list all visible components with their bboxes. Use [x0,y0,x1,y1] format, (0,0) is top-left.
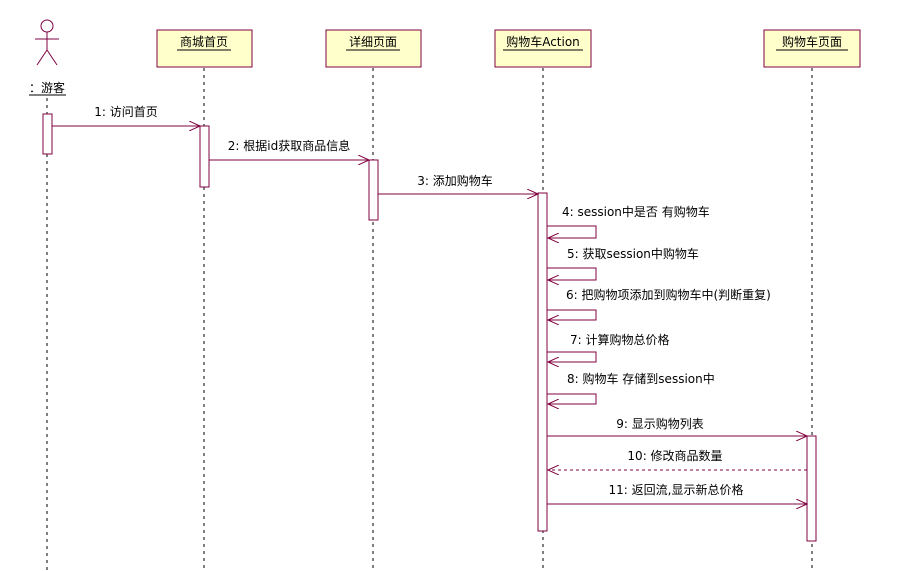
object-cartpage: 购物车页面 [763,29,861,68]
activation-detail [368,159,379,221]
message-6-label: 6: 把购物项添加到购物车中(判断重复) [566,287,771,302]
message-7: 7: 计算购物总价格 [547,332,670,362]
object-action-label: 购物车Action [506,34,580,49]
activation-cartpage [806,435,817,542]
message-8-label: 8: 购物车 存储到session中 [567,371,715,386]
message-2: 2: 根据id获取商品信息 [209,138,369,160]
message-5: 5: 获取session中购物车 [547,246,699,280]
activation-home [199,125,210,188]
activation-action [537,192,548,532]
object-home: 商城首页 [156,29,253,68]
message-10-label: 10: 修改商品数量 [627,448,722,463]
message-4-label: 4: session中是否 有购物车 [562,204,710,219]
message-6: 6: 把购物项添加到购物车中(判断重复) [547,287,771,320]
message-3: 3: 添加购物车 [378,173,538,194]
message-11: 11: 返回流,显示新总价格 [547,482,807,504]
actor-stick-figure-icon [35,19,59,66]
message-10: 10: 修改商品数量 [548,448,807,470]
message-3-label: 3: 添加购物车 [417,173,493,188]
message-4: 4: session中是否 有购物车 [547,204,710,238]
message-7-label: 7: 计算购物总价格 [570,332,670,347]
object-action: 购物车Action [494,29,592,68]
message-1-label: 1: 访问首页 [94,105,158,119]
message-11-label: 11: 返回流,显示新总价格 [609,482,744,497]
activation-actor [42,113,53,155]
message-8: 8: 购物车 存储到session中 [547,371,715,404]
actor-label: ：游客 [29,80,65,95]
object-detail-label: 详细页面 [349,34,397,49]
message-9: 9: 显示购物列表 [547,416,807,436]
object-detail: 详细页面 [325,29,422,68]
message-5-label: 5: 获取session中购物车 [567,246,699,261]
message-1: 1: 访问首页 [52,105,200,126]
message-9-label: 9: 显示购物列表 [616,416,704,431]
message-2-label: 2: 根据id获取商品信息 [228,138,350,153]
object-cartpage-label: 购物车页面 [782,34,842,49]
actor-guest: ：游客 [29,19,66,96]
object-home-label: 商城首页 [180,34,228,49]
